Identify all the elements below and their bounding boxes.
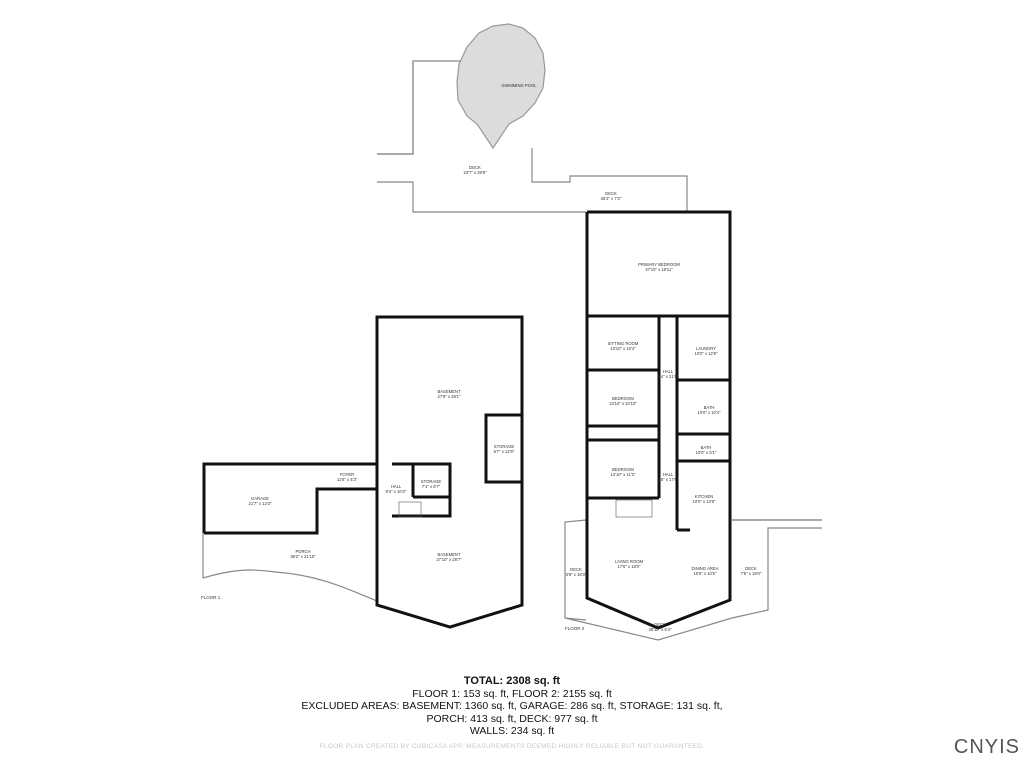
side-deck-left bbox=[564, 519, 587, 621]
floor-1-label: FLOOR 1 bbox=[201, 595, 221, 600]
basement-wall bbox=[375, 315, 524, 629]
swimming-pool bbox=[456, 23, 546, 150]
excluded-areas: EXCLUDED AREAS: BASEMENT: 1360 sq. ft, G… bbox=[301, 700, 723, 712]
house-outline bbox=[585, 210, 732, 630]
stairs-floor2 bbox=[615, 499, 653, 518]
disclaimer: FLOOR PLAN CREATED BY CUBICASA APP. MEAS… bbox=[319, 743, 705, 750]
bottom-deck bbox=[564, 617, 733, 641]
total-area: TOTAL: 2308 sq. ft bbox=[463, 675, 561, 687]
upper-deck-outline bbox=[377, 60, 460, 155]
garage-wall-b bbox=[204, 487, 377, 535]
excluded-areas-cont: PORCH: 413 sq. ft, DECK: 977 sq. ft bbox=[426, 712, 598, 725]
storage-wall bbox=[484, 413, 524, 484]
cnyis-logo: CNYIS bbox=[953, 736, 1020, 758]
area-summary: TOTAL: 2308 sq. ft FLOOR 1: 153 sq. ft, … bbox=[0, 675, 1024, 738]
floor-2-label: FLOOR 2 bbox=[565, 626, 585, 631]
porch-edge bbox=[202, 569, 378, 602]
floor-areas: FLOOR 1: 153 sq. ft, FLOOR 2: 2155 sq. f… bbox=[412, 687, 612, 700]
stairs-floor1 bbox=[398, 501, 422, 518]
walls bbox=[202, 210, 732, 630]
room-label: SWIMMING POOL bbox=[501, 83, 537, 88]
garage-wall bbox=[202, 462, 377, 533]
upper-deck-left bbox=[377, 61, 414, 155]
stairs bbox=[398, 499, 653, 518]
floor-2-exterior bbox=[202, 23, 822, 641]
upper-deck-left-2 bbox=[377, 181, 586, 213]
upper-deck-right bbox=[531, 148, 688, 212]
walls-area: WALLS: 234 sq. ft bbox=[469, 725, 555, 737]
side-deck-right-c bbox=[731, 527, 822, 619]
